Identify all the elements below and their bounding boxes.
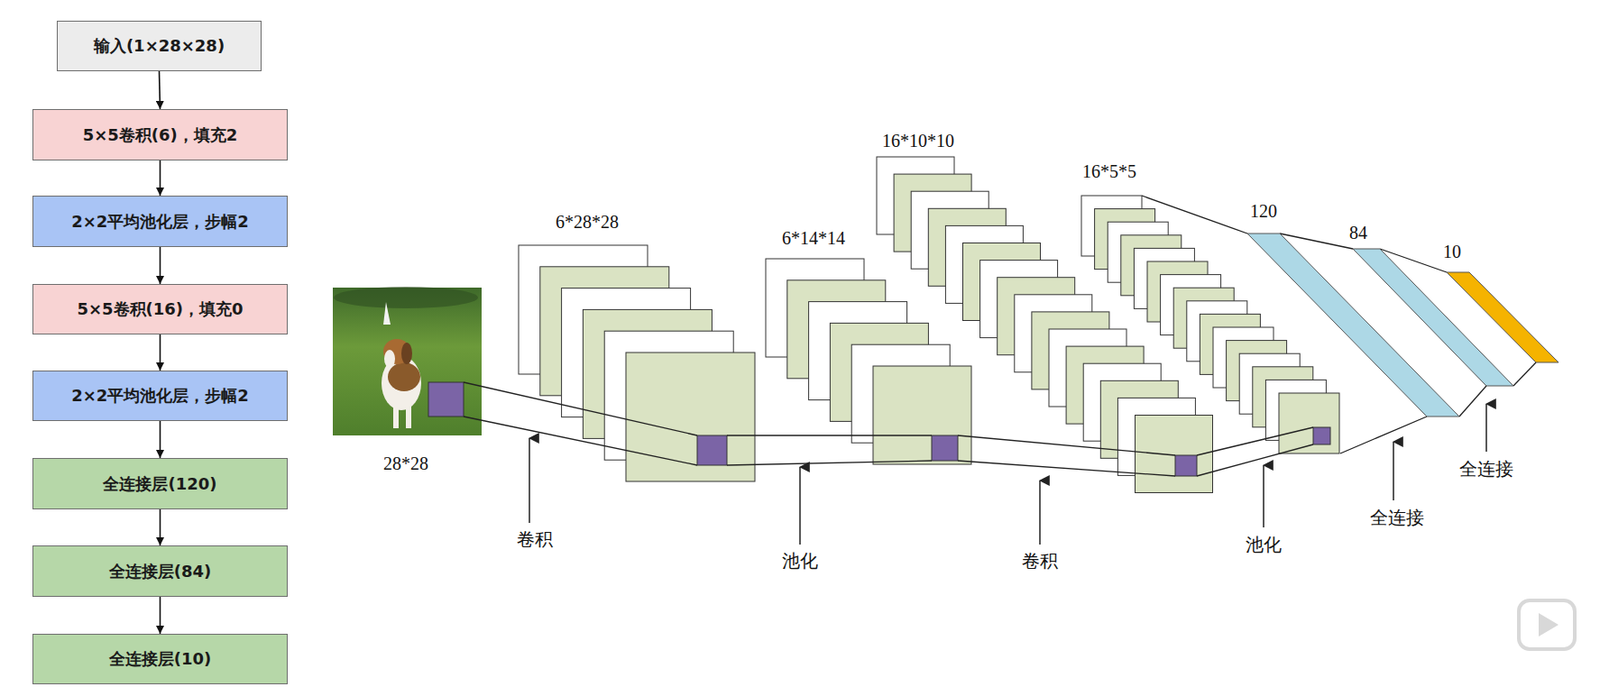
operation-label: 卷积 [516,527,553,552]
dimension-label: 6*28*28 [555,211,619,233]
layer-box: 5×5卷积(16)，填充0 [32,284,288,335]
dimension-label: 16*10*10 [882,130,955,152]
layer-label: 输入(1×28×28) [86,31,232,61]
flow-arrow [159,247,162,285]
operation-label: 全连接 [1459,457,1514,482]
layer-label: 5×5卷积(16)，填充0 [69,294,250,324]
dog-picture [332,286,482,436]
flow-arrow [159,421,162,459]
dimension-label: 28*28 [383,453,429,475]
operation-label: 池化 [1245,533,1282,558]
layer-box: 输入(1×28×28) [56,20,262,72]
flow-arrow [159,597,162,635]
dimension-label: 16*5*5 [1082,161,1137,183]
dimension-label: 120 [1250,201,1278,222]
layer-box: 5×5卷积(6)，填充2 [32,109,288,161]
layer-label: 2×2平均池化层，步幅2 [64,207,257,237]
dimension-label: 10 [1443,241,1462,263]
feature-map [873,366,972,465]
receptive-field [1313,427,1331,445]
feature-map [1278,393,1340,454]
operation-label: 池化 [781,549,819,574]
receptive-field [1175,455,1197,477]
fc-layers [1247,233,1559,417]
layer-label: 5×5卷积(6)，填充2 [75,120,246,150]
flow-arrow [159,509,162,546]
layer-label: 全连接层(10) [101,644,220,674]
receptive-field [931,435,958,461]
operation-label: 全连接 [1370,505,1425,531]
operation-label: 卷积 [1021,549,1058,574]
layer-box: 2×2平均池化层，步幅2 [32,370,288,422]
pointer-arrows [529,404,1487,545]
flow-arrow [159,160,162,196]
layer-box: 全连接层(120) [32,458,288,510]
layer-box: 全连接层(10) [32,634,288,685]
receptive-field [697,435,727,466]
watermark-icon [1518,600,1575,650]
flow-arrow [159,334,162,371]
layer-label: 全连接层(120) [95,469,224,499]
layer-label: 全连接层(84) [101,557,220,587]
dimension-label: 6*14*14 [781,228,846,249]
connection-lines [463,195,1536,477]
feature-map [625,352,755,482]
dimension-label: 84 [1349,222,1368,244]
layer-label: 2×2平均池化层，步幅2 [64,381,257,411]
flow-arrow [159,71,161,110]
layer-box: 全连接层(84) [32,545,288,598]
layer-box: 2×2平均池化层，步幅2 [32,195,288,248]
